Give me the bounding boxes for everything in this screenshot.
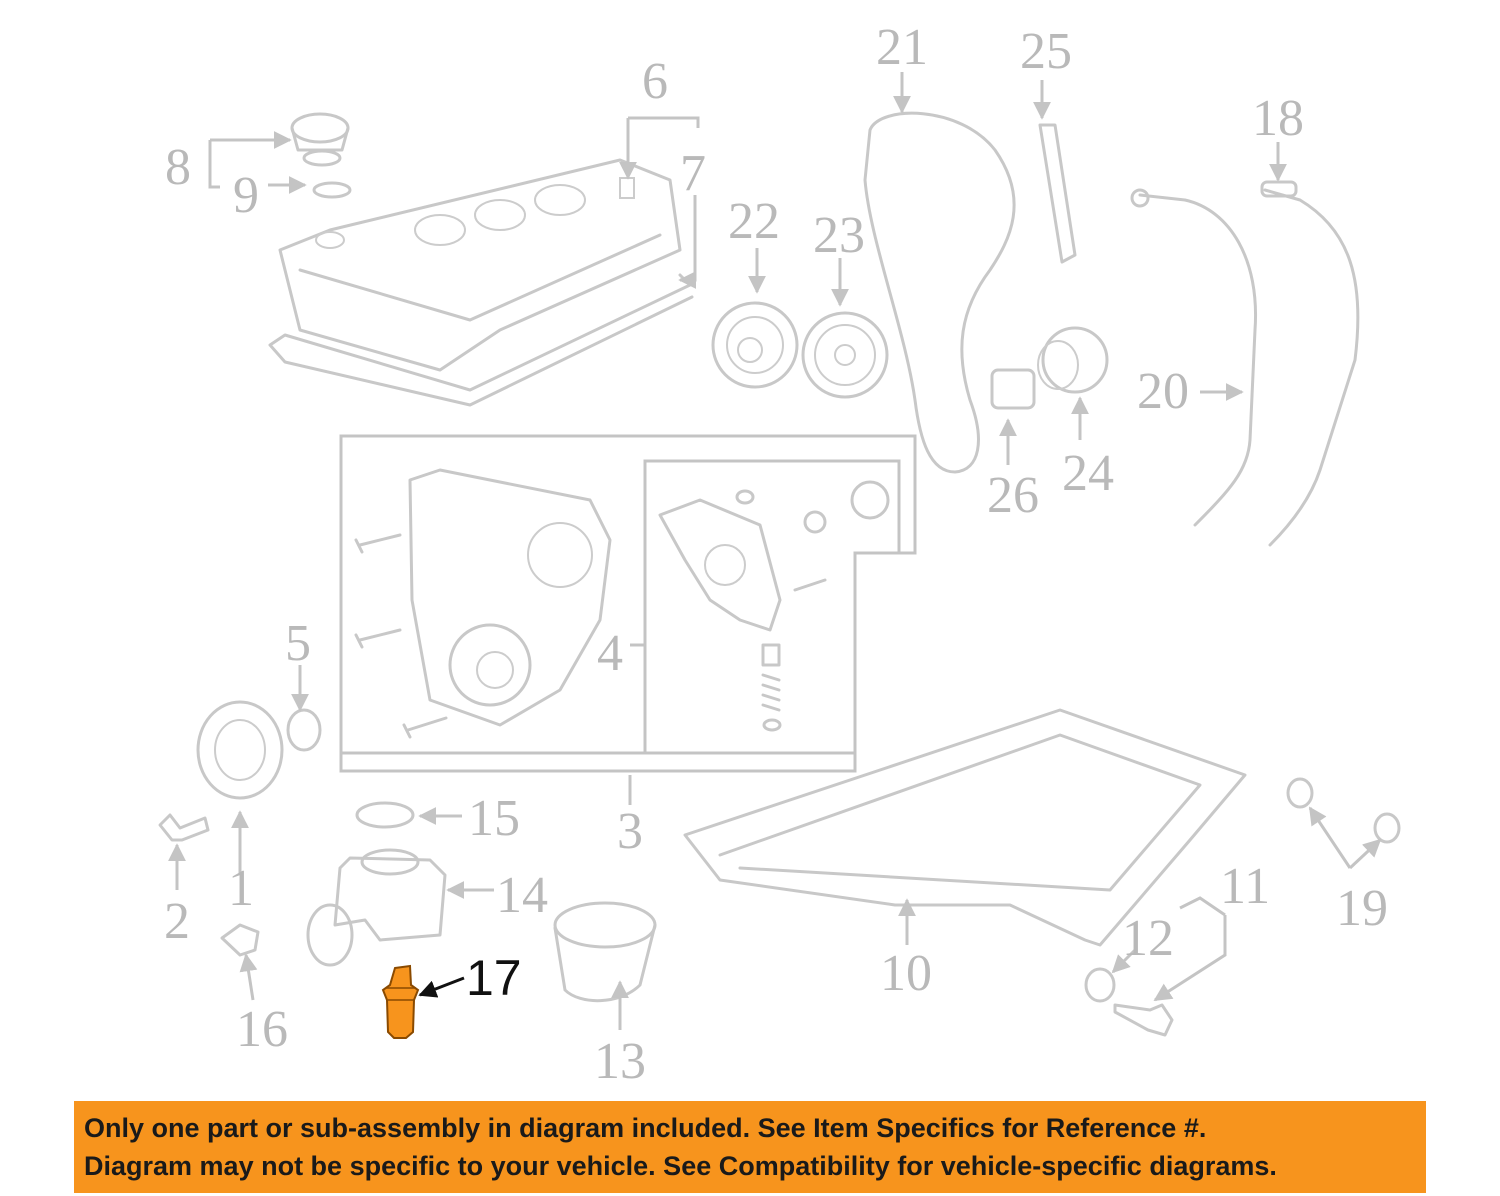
callout-26: 26 — [987, 467, 1039, 524]
callout-4: 4 — [597, 625, 623, 682]
callout-21: 21 — [876, 19, 928, 76]
disclaimer-line-1: Only one part or sub-assembly in diagram… — [84, 1113, 1207, 1143]
chain-guide-drawing — [1038, 123, 1077, 264]
callout-22: 22 — [728, 193, 780, 250]
callout-23: 23 — [813, 207, 865, 264]
callout-7: 7 — [680, 145, 706, 202]
front-seal-drawing — [286, 708, 322, 752]
callout-18: 18 — [1252, 90, 1304, 147]
disclaimer-line-2: Diagram may not be specific to your vehi… — [84, 1151, 1277, 1181]
callout-1: 1 — [228, 860, 254, 917]
dipstick-drawing — [1138, 193, 1258, 527]
adapter-seal-drawing — [355, 801, 415, 829]
cap-seal-drawing — [312, 181, 352, 199]
callout-24: 24 — [1062, 445, 1114, 502]
timing-cover-box — [339, 434, 917, 755]
callout-6: 6 — [642, 53, 668, 110]
dipstick-tube-drawing — [1263, 188, 1360, 547]
callout-12: 12 — [1122, 910, 1174, 967]
crankshaft-sprocket-drawing — [1037, 326, 1109, 394]
callout-8: 8 — [165, 139, 191, 196]
callout-9: 9 — [233, 167, 259, 224]
oil-filter-adapter-drawing — [306, 848, 447, 967]
callout-25: 25 — [1020, 23, 1072, 80]
leader-lines — [168, 72, 1382, 1030]
callout-11: 11 — [1220, 858, 1270, 915]
callout-13: 13 — [594, 1033, 646, 1090]
callout-2: 2 — [164, 893, 190, 950]
chain-tensioner-drawing — [990, 368, 1036, 410]
callout-20: 20 — [1137, 363, 1189, 420]
disclaimer-banner: Only one part or sub-assembly in diagram… — [74, 1101, 1426, 1193]
callout-15: 15 — [468, 790, 520, 847]
callout-3: 3 — [617, 803, 643, 860]
timing-cover-drawing — [408, 468, 612, 727]
callout-5: 5 — [285, 615, 311, 672]
timing-chain-drawing — [863, 111, 1016, 474]
crankshaft-pulley-drawing — [196, 700, 284, 800]
seal-drawing-a — [1286, 777, 1314, 809]
camshaft-sprocket-drawing — [801, 311, 889, 399]
cover-bolts-drawing — [354, 533, 448, 739]
callout-17: 17 — [466, 950, 522, 1006]
seal-drawing-b — [1373, 812, 1401, 844]
callout-19: 19 — [1336, 880, 1388, 937]
oil-pan-drawing — [683, 708, 1247, 947]
callout-16: 16 — [236, 1001, 288, 1058]
oil-filter-drawing — [553, 901, 657, 1003]
callout-14: 14 — [496, 867, 548, 924]
oil-filler-cap-drawing — [290, 112, 350, 167]
highlighted-part-17 — [381, 964, 420, 1039]
oil-pump-drawing — [658, 480, 890, 732]
drain-plug-gasket-drawing — [1084, 967, 1116, 1003]
camshaft-actuator-drawing — [711, 301, 799, 389]
oil-pan-bolt-drawing — [1113, 1003, 1174, 1037]
valve-cover-drawing — [278, 158, 682, 372]
callout-10: 10 — [880, 945, 932, 1002]
drain-plug-drawing — [220, 923, 260, 957]
callout-labels: 6 7 8 9 21 25 18 22 23 20 26 24 4 5 3 1 … — [164, 19, 1388, 1090]
pulley-bolt-drawing — [158, 813, 210, 842]
